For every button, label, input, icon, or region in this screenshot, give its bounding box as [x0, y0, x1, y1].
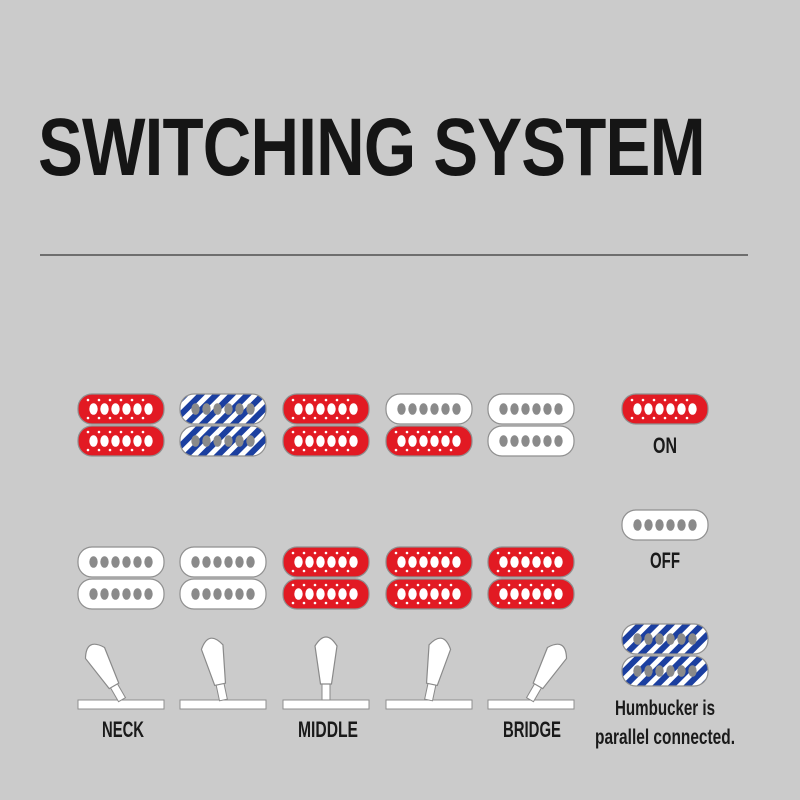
switch-lever-middle-icon	[282, 636, 370, 710]
switch-lever-neck-icon	[77, 643, 165, 710]
position-1-top-pickup-red-icon	[77, 393, 165, 457]
position-4-bottom-pickup-red-icon	[385, 546, 473, 610]
position-1-bottom-pickup-white-icon	[77, 546, 165, 610]
position-3-bottom-pickup-red-icon	[282, 546, 370, 610]
legend-off-label: OFF	[650, 548, 680, 573]
position-2-top-pickup-blue-striped-icon	[179, 393, 267, 457]
legend-on-label: ON	[653, 433, 677, 458]
legend-parallel-humbucker-icon	[621, 623, 709, 687]
position-5-bottom-pickup-red-icon	[487, 546, 575, 610]
switch-label-middle: MIDDLE	[298, 717, 358, 742]
position-5-top-pickup-white-icon	[487, 393, 575, 457]
page-title: SWITCHING SYSTEM	[38, 102, 706, 193]
switch-lever-neck-middle-icon	[179, 637, 267, 710]
legend-parallel-line1: Humbucker is	[615, 697, 715, 720]
legend-parallel-line2: parallel connected.	[595, 726, 735, 749]
switch-lever-bridge-icon	[487, 643, 575, 710]
switch-lever-middle-bridge-icon	[385, 637, 473, 710]
legend-on-pickup-icon	[621, 393, 709, 425]
position-4-top-pickup-half-red-icon	[385, 393, 473, 457]
legend-off-pickup-icon	[621, 509, 709, 541]
switch-label-neck: NECK	[102, 717, 144, 742]
title-divider	[40, 254, 748, 256]
position-2-bottom-pickup-white-icon	[179, 546, 267, 610]
switch-label-bridge: BRIDGE	[503, 717, 561, 742]
position-3-top-pickup-red-icon	[282, 393, 370, 457]
